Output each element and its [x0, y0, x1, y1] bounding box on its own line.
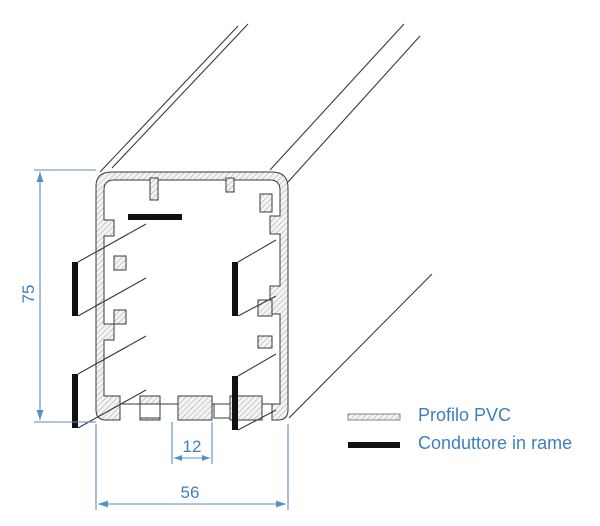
legend-item-pvc: Profilo PVC [347, 405, 511, 425]
conductor-right-upper [232, 262, 238, 316]
height-dimension-label: 75 [19, 285, 38, 304]
copper-swatch [348, 442, 400, 448]
conductor-right-lower [232, 376, 238, 430]
slot-dimension-label: 12 [183, 437, 202, 456]
legend-label-pvc: Profilo PVC [418, 405, 511, 425]
conductor-top [128, 214, 182, 220]
slot-dimension: 12 [171, 422, 213, 464]
legend: Profilo PVC Conduttore in rame [347, 405, 572, 453]
width-dimension: 56 [95, 424, 289, 510]
width-dimension-label: 56 [181, 483, 200, 502]
pvc-swatch [347, 413, 401, 421]
legend-item-copper: Conduttore in rame [348, 433, 572, 453]
height-dimension: 75 [19, 169, 96, 423]
conductor-left-upper [72, 262, 78, 316]
pvc-profile-section [95, 171, 289, 421]
extrusion-lines [99, 23, 433, 419]
copper-conductors [72, 214, 277, 431]
legend-label-copper: Conduttore in rame [418, 433, 572, 453]
conductor-left-lower [72, 374, 78, 428]
